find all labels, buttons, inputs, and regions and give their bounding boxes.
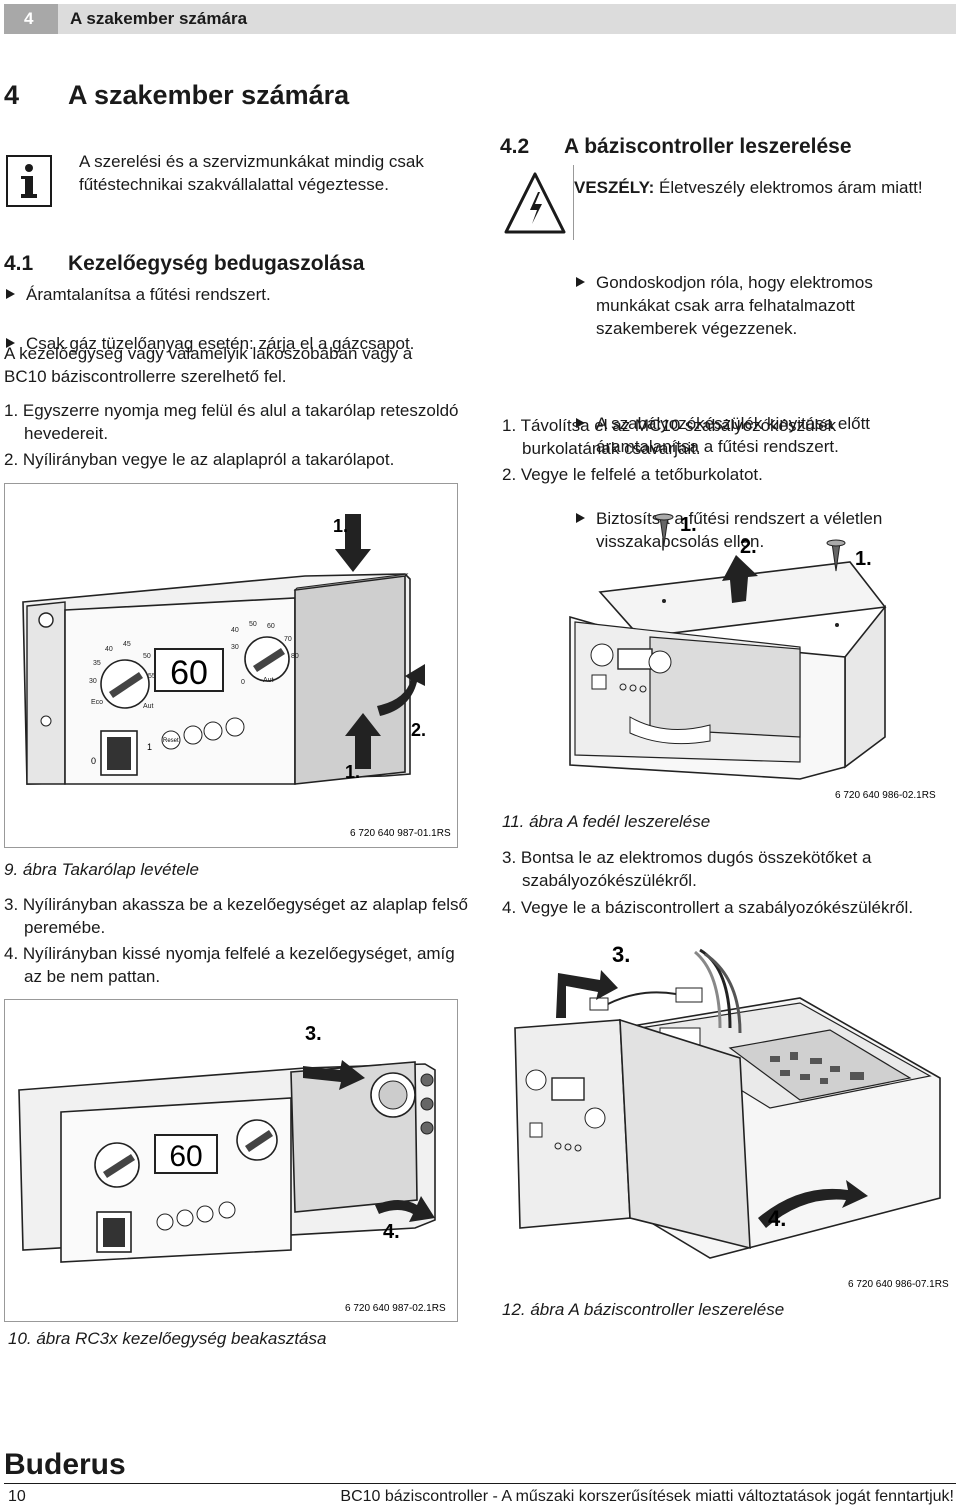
list-item: Gondoskodjon róla, hogy elektromos munká…	[574, 271, 951, 340]
figure-label: 1.	[333, 516, 348, 536]
page-number: 10	[8, 1488, 26, 1505]
figure-12-code: 6 720 640 986-07.1RS	[848, 1279, 949, 1290]
figure-label: 3.	[612, 942, 630, 967]
warning-divider	[573, 165, 574, 240]
danger-label: VESZÉLY:	[574, 178, 655, 197]
figure-10-caption: 10. ábra RC3x kezelőegység beakasztása	[8, 1329, 327, 1348]
figure-label: 1.	[680, 514, 697, 536]
info-note-text: A szerelési és a szervizmunkákat mindig …	[79, 152, 424, 194]
svg-text:50: 50	[143, 653, 151, 660]
step-item: 1. Egyszerre nyomja meg felül és alul a …	[4, 401, 459, 443]
chapter-title: A szakember számára	[70, 9, 248, 28]
list-item: Áramtalanítsa a fűtési rendszert.	[4, 283, 476, 306]
step-item: 2. Nyílirányban vegye le az alaplapról a…	[4, 450, 395, 469]
list-item: Csak gáz tüzelőanyag esetén: zárja el a …	[4, 332, 476, 355]
info-icon	[6, 155, 52, 207]
figure-11: 1. 2. 1. 6 720 640 986-02.1RS	[500, 497, 955, 802]
section-number: 4	[4, 80, 20, 110]
figure-label: 2.	[411, 720, 426, 740]
figure-10-code: 6 720 640 987-02.1RS	[345, 1303, 446, 1314]
figure-9-caption: 9. ábra Takarólap levétele	[4, 860, 200, 879]
chapter-header-bar: 4 A szakember számára	[4, 4, 956, 34]
danger-warning: VESZÉLY: Életveszély elektromos áram mia…	[574, 176, 944, 199]
svg-text:1: 1	[147, 742, 152, 752]
svg-text:Aut: Aut	[143, 703, 154, 710]
display-value: 60	[169, 1140, 202, 1173]
figure-label: 1.	[345, 762, 360, 782]
svg-text:55: 55	[148, 673, 156, 680]
svg-text:30: 30	[231, 644, 239, 651]
svg-text:35: 35	[93, 660, 101, 667]
svg-text:0: 0	[241, 679, 245, 686]
subsection-42-heading: 4.2 A báziscontroller leszerelése	[500, 135, 852, 159]
step-item: 3. Nyílirányban akassza be a kezelőegysé…	[4, 895, 469, 937]
figure-10: 60 3. 4. 6 720 640 987-02.1RS	[4, 999, 458, 1322]
svg-text:70: 70	[284, 636, 292, 643]
figure-label: 3.	[305, 1023, 322, 1045]
figure-12-caption: 12. ábra A báziscontroller leszerelése	[502, 1300, 785, 1319]
figure-11-illustration: 1. 2. 1. 6 720 640 986-02.1RS	[569, 513, 936, 801]
display-value: 60	[170, 654, 208, 692]
warning-icon	[504, 172, 566, 234]
figure-11-caption: 11. ábra A fedél leszerelése	[502, 812, 711, 831]
svg-text:45: 45	[123, 641, 131, 648]
step-item: 2. Vegye le felfelé a tetőburkolatot.	[502, 465, 763, 484]
figure-11-code: 6 720 640 986-02.1RS	[835, 790, 936, 801]
svg-text:40: 40	[231, 627, 239, 634]
svg-text:40: 40	[105, 646, 113, 653]
svg-text:30: 30	[89, 678, 97, 685]
list-item: A szabályozókészülék kinyitása előtt ára…	[574, 412, 951, 458]
svg-text:Reset: Reset	[163, 738, 179, 744]
figure-12: 3. 4. 6 720 640 986-07.1RS	[500, 928, 955, 1293]
figure-12-illustration: 3. 4. 6 720 640 986-07.1RS	[514, 942, 949, 1290]
buderus-logo: Buderus	[4, 1448, 126, 1481]
section-title: A szakember számára	[68, 80, 350, 110]
footer-divider	[4, 1483, 956, 1484]
step-item: 4. Vegye le a báziscontrollert a szabály…	[502, 898, 914, 917]
step-item: 1. Távolítsa el az MC10 szabályozókészül…	[502, 416, 837, 458]
svg-text:50: 50	[249, 621, 257, 628]
figure-label: 2.	[740, 536, 757, 558]
svg-text:Aut: Aut	[263, 677, 274, 684]
svg-text:60: 60	[267, 623, 275, 630]
step-item: 3. Bontsa le az elektromos dugós összekö…	[502, 848, 872, 890]
figure-label: 4.	[383, 1221, 400, 1243]
subsection-41-number: 4.1	[4, 252, 34, 275]
svg-text:Eco: Eco	[91, 699, 103, 706]
subsection-41-heading: 4.1 Kezelőegység bedugaszolása	[4, 252, 364, 276]
subsection-42-title: A báziscontroller leszerelése	[564, 135, 852, 158]
figure-label: 4.	[768, 1206, 786, 1231]
chapter-number: 4	[4, 4, 58, 34]
subsection-41-title: Kezelőegység bedugaszolása	[68, 252, 365, 275]
paragraph: A kezelőegység vagy valamelyik lakószobá…	[4, 344, 413, 386]
section-heading: 4 A szakember számára	[4, 80, 349, 111]
figure-9-code: 6 720 640 987-01.1RS	[350, 828, 451, 839]
subsection-42-number: 4.2	[500, 135, 530, 158]
svg-text:80: 80	[291, 653, 299, 660]
danger-text: Életveszély elektromos áram miatt!	[659, 178, 923, 197]
figure-10-illustration: 60 3. 4. 6 720 640 987-02.1RS	[18, 1023, 446, 1314]
figure-label: 1.	[855, 548, 872, 570]
step-item: 4. Nyílirányban kissé nyomja felfelé a k…	[4, 944, 455, 986]
footer-text: BC10 báziscontroller - A műszaki korszer…	[340, 1488, 954, 1505]
svg-text:0: 0	[91, 756, 96, 766]
